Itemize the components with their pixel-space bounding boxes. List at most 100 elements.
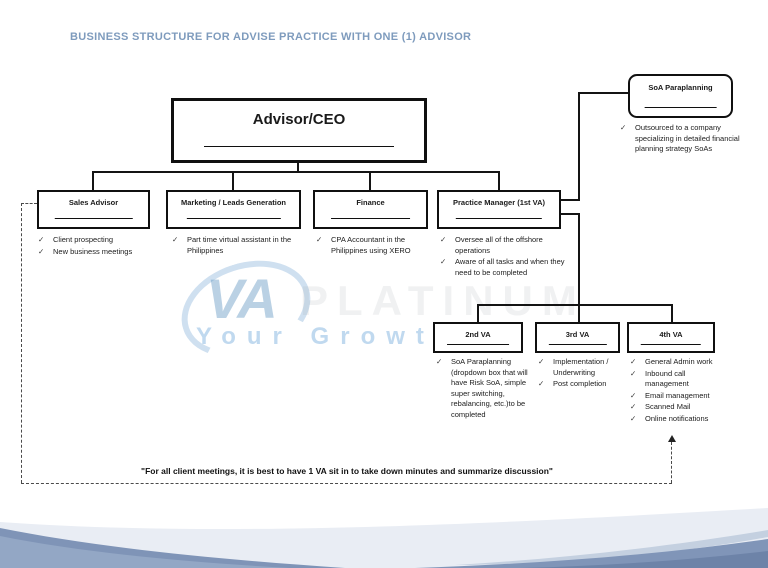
check-icon: ✓ bbox=[630, 357, 637, 366]
node-marketing-leads: Marketing / Leads Generation bbox=[166, 190, 301, 229]
node-label: Sales Advisor bbox=[68, 198, 119, 207]
bullet-list-marketing: ✓ Part time virtual assistant in the Phil… bbox=[172, 235, 300, 257]
bullet-list-finance: ✓ CPA Accountant in the Philippines using… bbox=[316, 235, 436, 257]
list-item: ✓ Post completion bbox=[538, 379, 630, 390]
node-label: Marketing / Leads Generation bbox=[180, 198, 287, 207]
connector-drop-va3 bbox=[578, 304, 580, 322]
bullet-text: Implementation / Underwriting bbox=[553, 357, 609, 377]
node-finance: Finance bbox=[313, 190, 428, 229]
list-item: ✓ CPA Accountant in the Philippines using… bbox=[316, 235, 436, 256]
bullet-text: General Admin work bbox=[645, 357, 713, 366]
bullet-text: Aware of all tasks and when they need to… bbox=[455, 257, 565, 277]
node-sales-advisor: Sales Advisor bbox=[37, 190, 150, 229]
node-label: 2nd VA bbox=[465, 330, 491, 339]
bullet-list-4th-va: ✓ General Admin work ✓ Inbound call manage… bbox=[630, 357, 730, 425]
list-item: ✓ New business meetings bbox=[38, 247, 163, 258]
bullet-list-sales: ✓Client prospecting ✓ New business meetin… bbox=[38, 235, 163, 258]
connector-soa-horizontal bbox=[578, 92, 628, 94]
node-3rd-va: 3rd VA bbox=[535, 322, 620, 353]
signature-line bbox=[330, 218, 411, 219]
dashed-stub-sales bbox=[21, 203, 37, 204]
node-label: SoA Paraplanning bbox=[648, 83, 713, 92]
bullet-list-soa-paraplanning: ✓ Outsourced to a company specializing in… bbox=[620, 123, 748, 156]
bullet-text: Scanned Mail bbox=[645, 402, 691, 411]
bullet-text: SoA Paraplanning (dropdown box that will… bbox=[451, 357, 528, 419]
list-item: ✓ SoA Paraplanning (dropdown box that wil… bbox=[436, 357, 529, 420]
list-item: ✓ General Admin work bbox=[630, 357, 730, 368]
bullet-text: Client prospecting bbox=[53, 235, 114, 244]
signature-line bbox=[640, 344, 702, 345]
bullet-text: Email management bbox=[645, 390, 710, 400]
list-item: ✓ Aware of all tasks and when they need t… bbox=[440, 257, 572, 278]
list-item: ✓ Scanned Mail bbox=[630, 402, 730, 413]
bullet-text: Inbound call management bbox=[645, 368, 689, 389]
node-label: Advisor/CEO bbox=[252, 111, 346, 128]
list-item: ✓ Part time virtual assistant in the Phil… bbox=[172, 235, 300, 256]
connector-drop-sales bbox=[92, 171, 94, 190]
node-soa-paraplanning: SoA Paraplanning bbox=[628, 74, 733, 118]
signature-line bbox=[54, 218, 133, 219]
check-icon: ✓ bbox=[38, 246, 45, 256]
check-icon: ✓ bbox=[630, 413, 637, 423]
connector-drop-finance bbox=[369, 171, 371, 190]
connector-drop-va4 bbox=[671, 304, 673, 322]
list-item: ✓ Online notifications bbox=[630, 414, 730, 425]
connector-ceo-drop bbox=[297, 163, 299, 173]
node-2nd-va: 2nd VA bbox=[433, 322, 523, 353]
signature-line bbox=[186, 218, 281, 219]
connector-bus-row2 bbox=[92, 171, 500, 173]
node-label: 4th VA bbox=[659, 330, 683, 339]
bullet-text: Outsourced to a company specializing in … bbox=[635, 123, 740, 153]
signature-line bbox=[644, 107, 717, 108]
bullet-text: New business meetings bbox=[53, 246, 133, 256]
signature-line bbox=[447, 344, 509, 345]
dashed-arrowhead-icon bbox=[668, 435, 676, 442]
bullet-text: Part time virtual assistant in the Phili… bbox=[187, 235, 292, 255]
check-icon: ✓ bbox=[620, 123, 627, 132]
connector-bus-va bbox=[477, 304, 673, 306]
node-label: 3rd VA bbox=[565, 330, 590, 339]
list-item: ✓Client prospecting bbox=[38, 235, 163, 246]
signature-line bbox=[204, 146, 394, 147]
check-icon: ✓ bbox=[630, 402, 637, 411]
list-item: ✓Email management bbox=[630, 391, 730, 402]
signature-line bbox=[455, 218, 543, 219]
bullet-text: CPA Accountant in the Philippines using … bbox=[331, 235, 411, 255]
connector-pm-va-stub bbox=[561, 213, 580, 215]
footer-wave bbox=[0, 508, 768, 568]
list-item: ✓ Implementation / Underwriting bbox=[538, 357, 630, 378]
bullet-text: Online notifications bbox=[645, 413, 709, 423]
connector-drop-practice-manager bbox=[498, 171, 500, 190]
connector-soa-vertical bbox=[578, 92, 580, 201]
connector-va-vertical bbox=[578, 213, 580, 306]
connector-drop-marketing bbox=[232, 171, 234, 190]
check-icon: ✓ bbox=[440, 257, 447, 266]
bullet-list-3rd-va: ✓ Implementation / Underwriting ✓ Post com… bbox=[538, 357, 630, 391]
node-4th-va: 4th VA bbox=[627, 322, 715, 353]
check-icon: ✓ bbox=[172, 235, 179, 244]
watermark-brand-text: PLATINUM bbox=[300, 277, 586, 324]
signature-line bbox=[548, 344, 607, 345]
check-icon: ✓ bbox=[436, 357, 443, 366]
check-icon: ✓ bbox=[538, 379, 545, 388]
check-icon: ✓ bbox=[440, 235, 447, 244]
check-icon: ✓ bbox=[538, 357, 545, 366]
slide-title: BUSINESS STRUCTURE FOR ADVISE PRACTICE W… bbox=[70, 31, 472, 43]
check-icon: ✓ bbox=[316, 235, 323, 244]
node-practice-manager: Practice Manager (1st VA) bbox=[437, 190, 561, 229]
node-label: Practice Manager (1st VA) bbox=[453, 198, 545, 207]
list-item: ✓ Oversee all of the offshore operations bbox=[440, 235, 572, 256]
node-advisor-ceo: Advisor/CEO bbox=[171, 98, 427, 163]
dashed-bottom-horizontal bbox=[21, 483, 672, 484]
connector-pm-soa-stub bbox=[561, 199, 580, 201]
bullet-list-2nd-va: ✓ SoA Paraplanning (dropdown box that wil… bbox=[436, 357, 529, 421]
check-icon: ✓ bbox=[630, 368, 637, 378]
list-item: ✓ Inbound call management bbox=[630, 369, 730, 390]
watermark-tagline-text: Your Growth bbox=[196, 323, 461, 350]
bullet-text: Post completion bbox=[553, 379, 607, 388]
bullet-text: Oversee all of the offshore operations bbox=[455, 235, 543, 255]
dashed-right-vertical bbox=[671, 442, 672, 483]
node-label: Finance bbox=[356, 198, 385, 207]
list-item: ✓ Outsourced to a company specializing in… bbox=[620, 123, 748, 155]
